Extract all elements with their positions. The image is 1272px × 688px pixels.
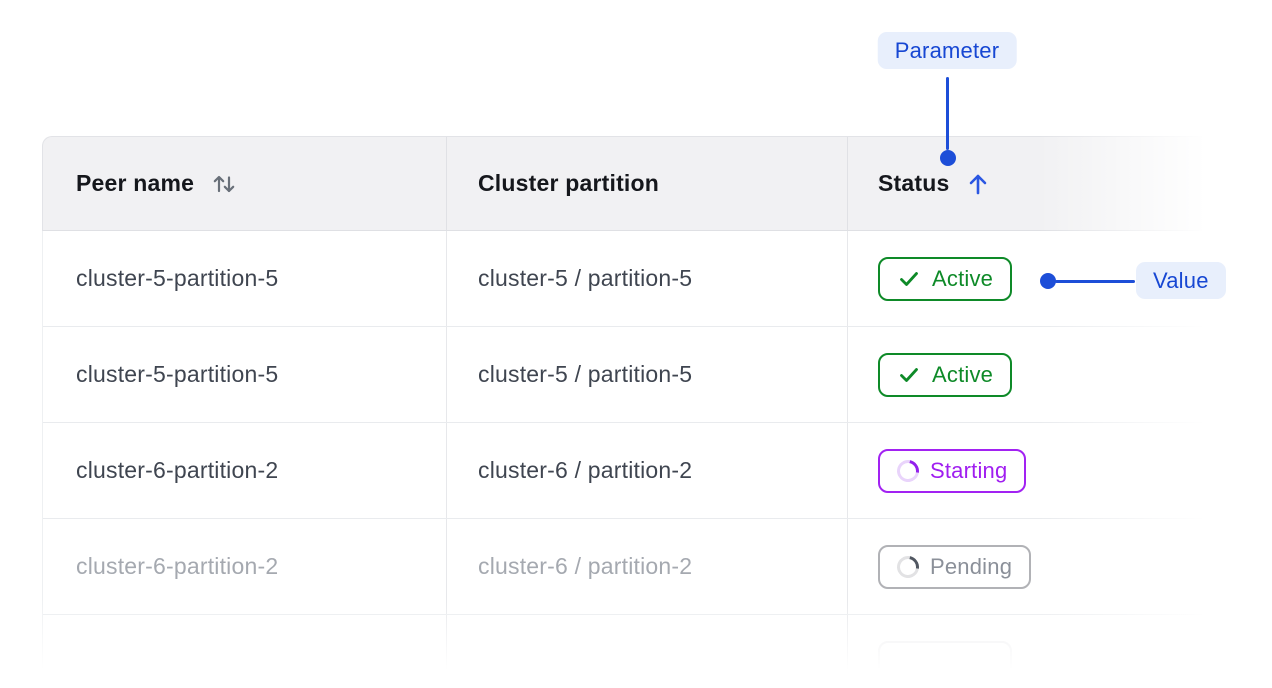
sort-ascending-icon[interactable] bbox=[965, 170, 991, 198]
parameter-callout-line bbox=[946, 77, 949, 150]
column-header-peer-name[interactable]: Peer name bbox=[43, 137, 447, 230]
table-header-row: Peer name Cluster partition Status bbox=[42, 136, 1202, 231]
cluster-partition-cell: cluster-5 / partition-5 bbox=[447, 327, 848, 422]
value-callout-line bbox=[1055, 279, 1135, 283]
table-row: cluster-5-partition-5 cluster-5 / partit… bbox=[43, 231, 1202, 327]
peer-name-cell: cluster-5-partition-5 bbox=[43, 231, 447, 326]
status-cell: Pending bbox=[848, 519, 1202, 614]
status-badge-label: Active bbox=[932, 265, 994, 291]
status-cell: Starting bbox=[848, 423, 1202, 518]
right-fade-overlay bbox=[1038, 128, 1272, 688]
status-badge-label: Starting bbox=[930, 457, 1008, 483]
status-badge-label: Active bbox=[932, 361, 994, 387]
status-badge: Active bbox=[878, 352, 1013, 397]
status-cell: Active bbox=[848, 231, 1202, 326]
peer-name-cell: cluster-5-partition-5 bbox=[43, 327, 447, 422]
peer-name-cell: cluster-6-partition-2 bbox=[43, 519, 447, 614]
cluster-partition-cell: cluster-5 / partition-5 bbox=[447, 231, 848, 326]
column-header-cluster-partition: Cluster partition bbox=[447, 137, 848, 230]
cluster-partition-cell: cluster-6 / partition-2 bbox=[447, 423, 848, 518]
status-badge: Starting bbox=[878, 448, 1027, 493]
parameter-callout-pill: Parameter bbox=[877, 32, 1017, 69]
sort-up-down-icon[interactable] bbox=[209, 170, 239, 198]
value-callout-dot bbox=[1040, 273, 1056, 289]
status-cell: Active bbox=[848, 327, 1202, 422]
column-header-status-label: Status bbox=[878, 170, 950, 196]
status-badge: Active bbox=[878, 256, 1013, 301]
value-callout-pill: Value bbox=[1136, 262, 1226, 299]
bottom-fade-overlay bbox=[0, 598, 1272, 688]
status-badge: Pending bbox=[878, 544, 1032, 589]
table-row: cluster-6-partition-2 cluster-6 / partit… bbox=[43, 423, 1202, 519]
check-icon bbox=[897, 267, 921, 291]
spinner-icon bbox=[892, 551, 924, 582]
peer-name-cell: cluster-6-partition-2 bbox=[43, 423, 447, 518]
cluster-partition-cell: cluster-6 / partition-2 bbox=[447, 519, 848, 614]
table-row: cluster-5-partition-5 cluster-5 / partit… bbox=[43, 327, 1202, 423]
spinner-icon bbox=[892, 455, 924, 486]
column-header-status[interactable]: Status bbox=[848, 137, 1202, 230]
check-icon bbox=[897, 363, 921, 387]
column-header-cluster-partition-label: Cluster partition bbox=[478, 170, 660, 196]
parameter-callout-dot bbox=[940, 150, 956, 166]
status-badge-label: Pending bbox=[930, 553, 1013, 579]
column-header-peer-name-label: Peer name bbox=[76, 170, 195, 196]
